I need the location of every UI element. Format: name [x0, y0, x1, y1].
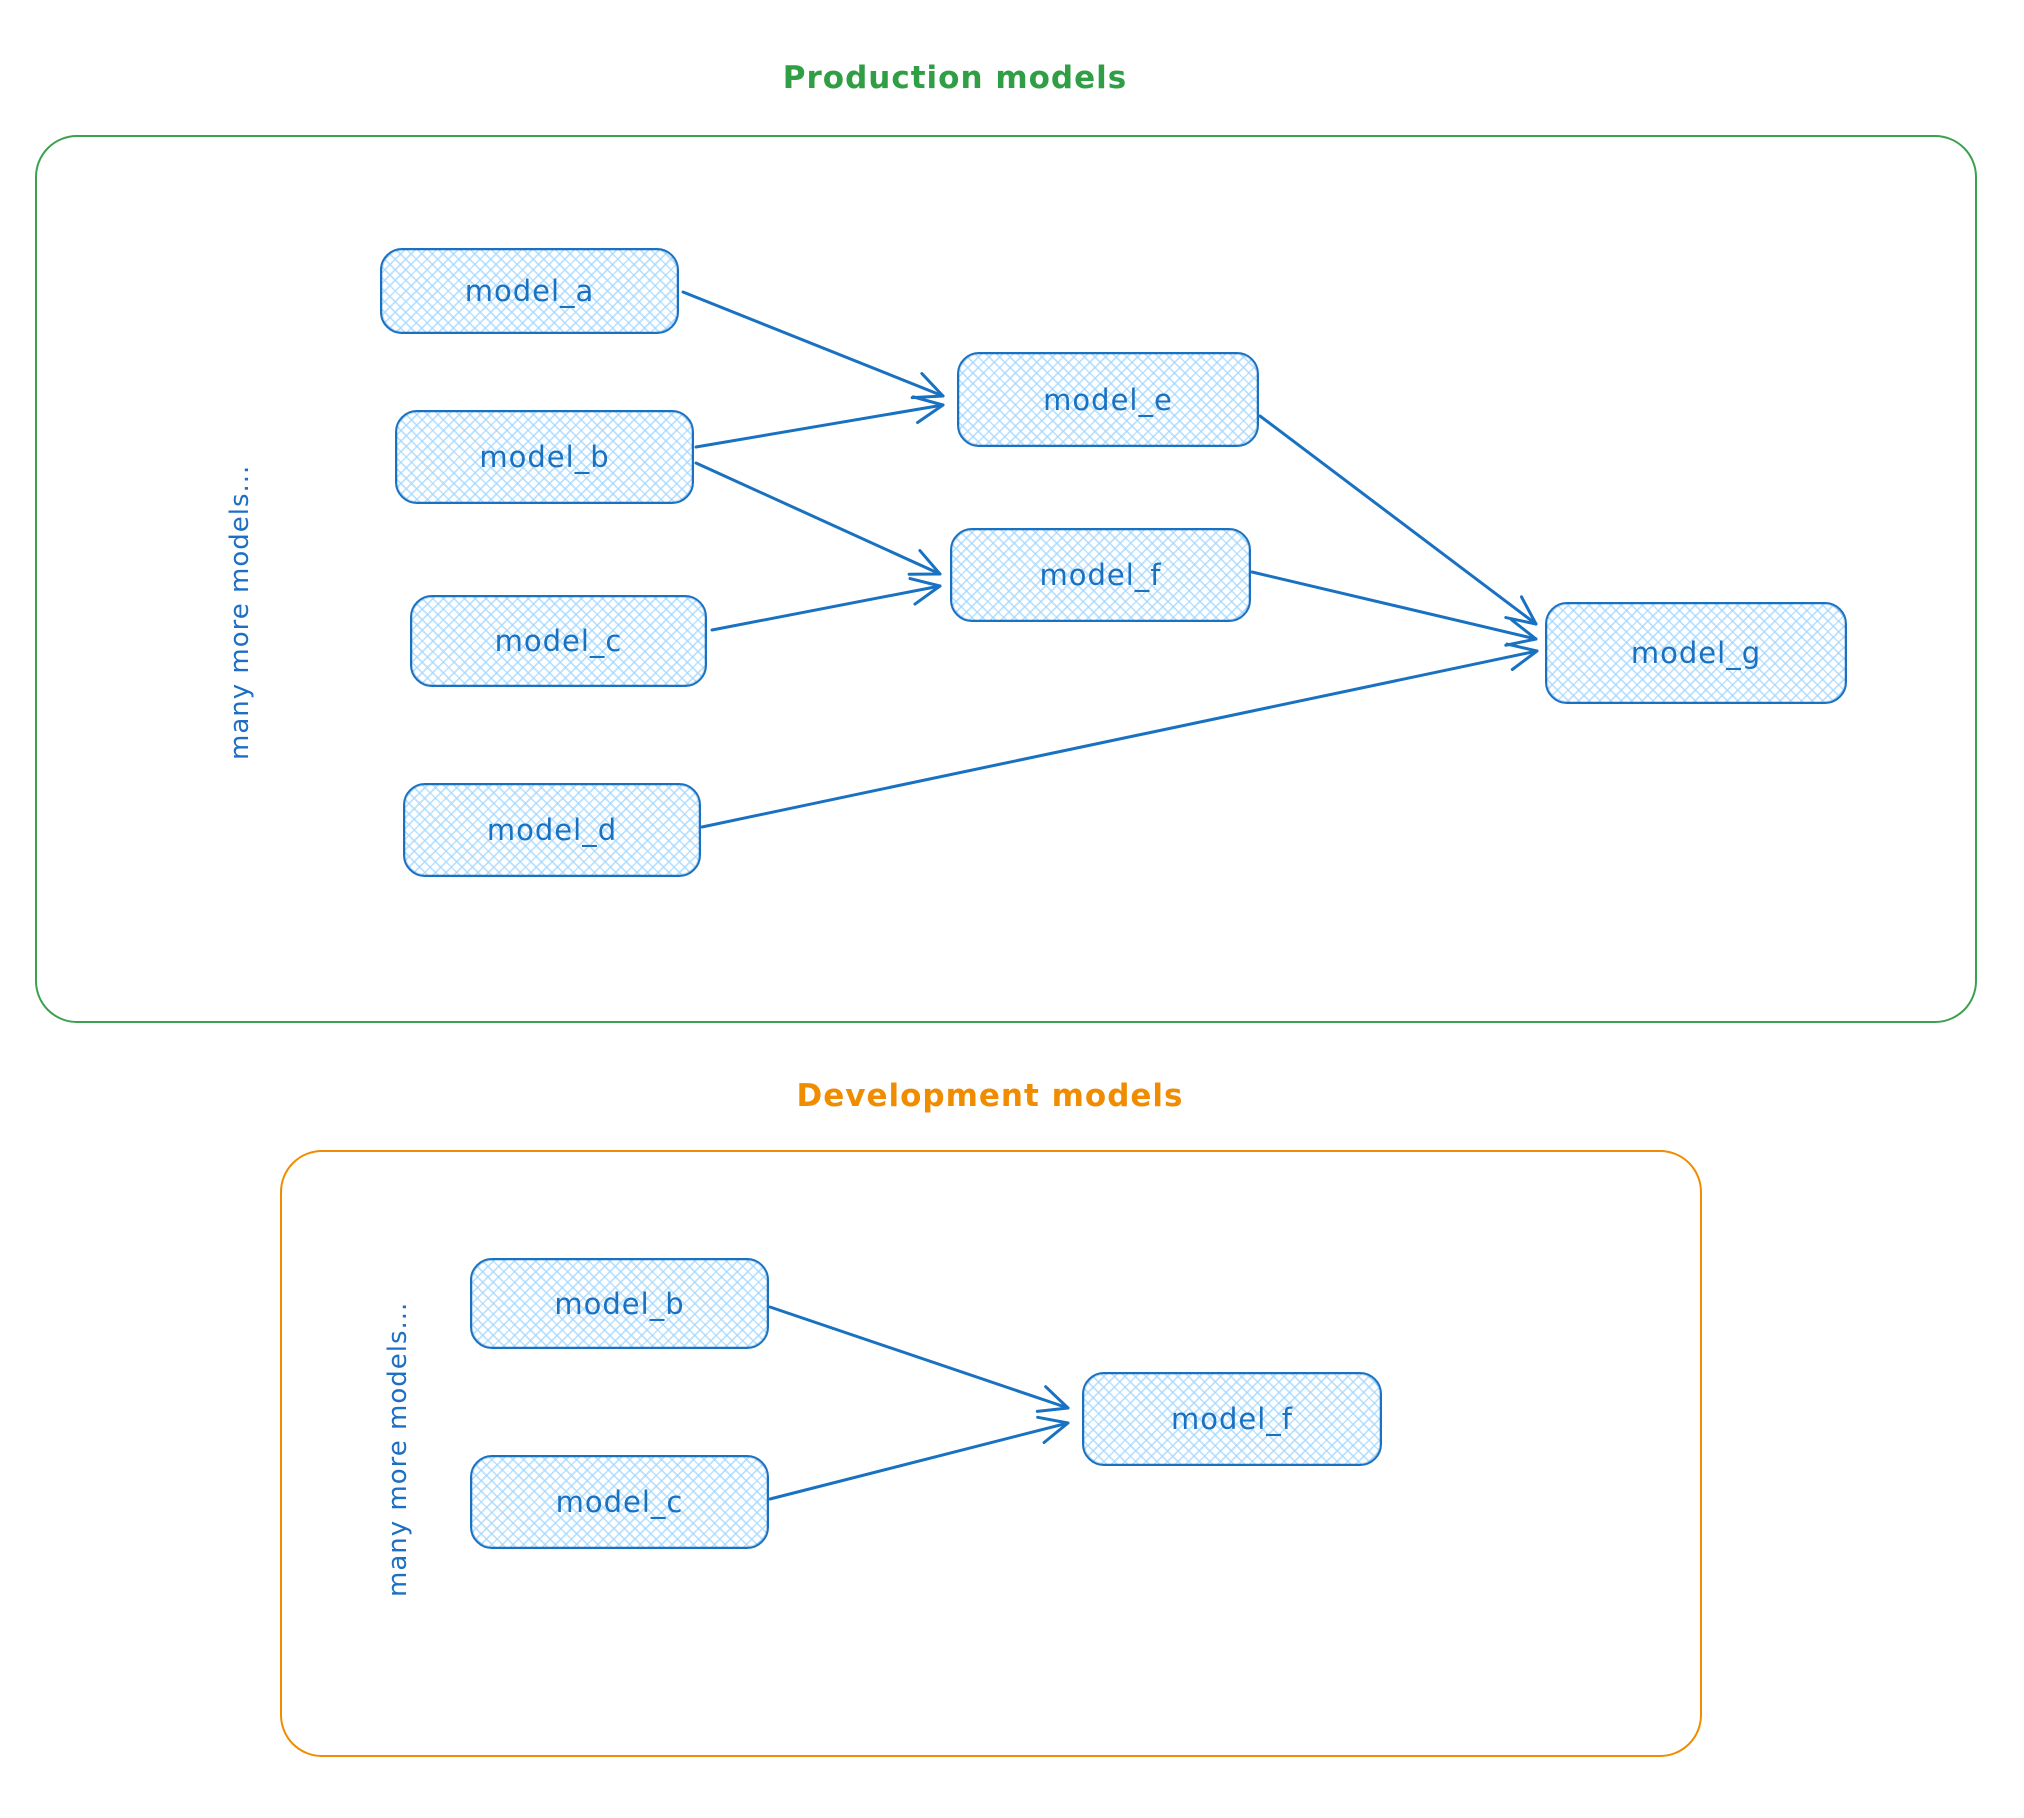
- node-model-d-label: model_d: [486, 813, 618, 847]
- node-dev-model-f-label: model_f: [1170, 1402, 1293, 1436]
- development-side-note: many more models...: [383, 1301, 413, 1597]
- node-model-c: model_c: [410, 595, 707, 687]
- node-dev-model-c: model_c: [470, 1455, 769, 1549]
- node-model-f-label: model_f: [1039, 558, 1162, 592]
- development-frame: [280, 1150, 1702, 1757]
- node-model-a-label: model_a: [464, 274, 595, 308]
- node-model-b-label: model_b: [479, 440, 610, 474]
- node-model-f: model_f: [950, 528, 1251, 622]
- node-dev-model-f: model_f: [1082, 1372, 1382, 1466]
- production-section-title: Production models: [782, 60, 1128, 96]
- node-model-b: model_b: [395, 410, 694, 504]
- node-model-c-label: model_c: [494, 624, 623, 658]
- node-model-a: model_a: [380, 248, 679, 334]
- node-model-g: model_g: [1545, 602, 1847, 704]
- node-dev-model-b: model_b: [470, 1258, 769, 1349]
- node-dev-model-b-label: model_b: [554, 1286, 685, 1321]
- production-side-note: many more models...: [225, 464, 255, 760]
- production-frame: [35, 135, 1977, 1023]
- node-dev-model-c-label: model_c: [555, 1485, 684, 1519]
- node-model-g-label: model_g: [1630, 636, 1762, 670]
- node-model-e-label: model_e: [1043, 382, 1173, 417]
- development-section-title: Development models: [796, 1078, 1184, 1114]
- node-model-d: model_d: [403, 783, 701, 877]
- node-model-e: model_e: [957, 352, 1259, 447]
